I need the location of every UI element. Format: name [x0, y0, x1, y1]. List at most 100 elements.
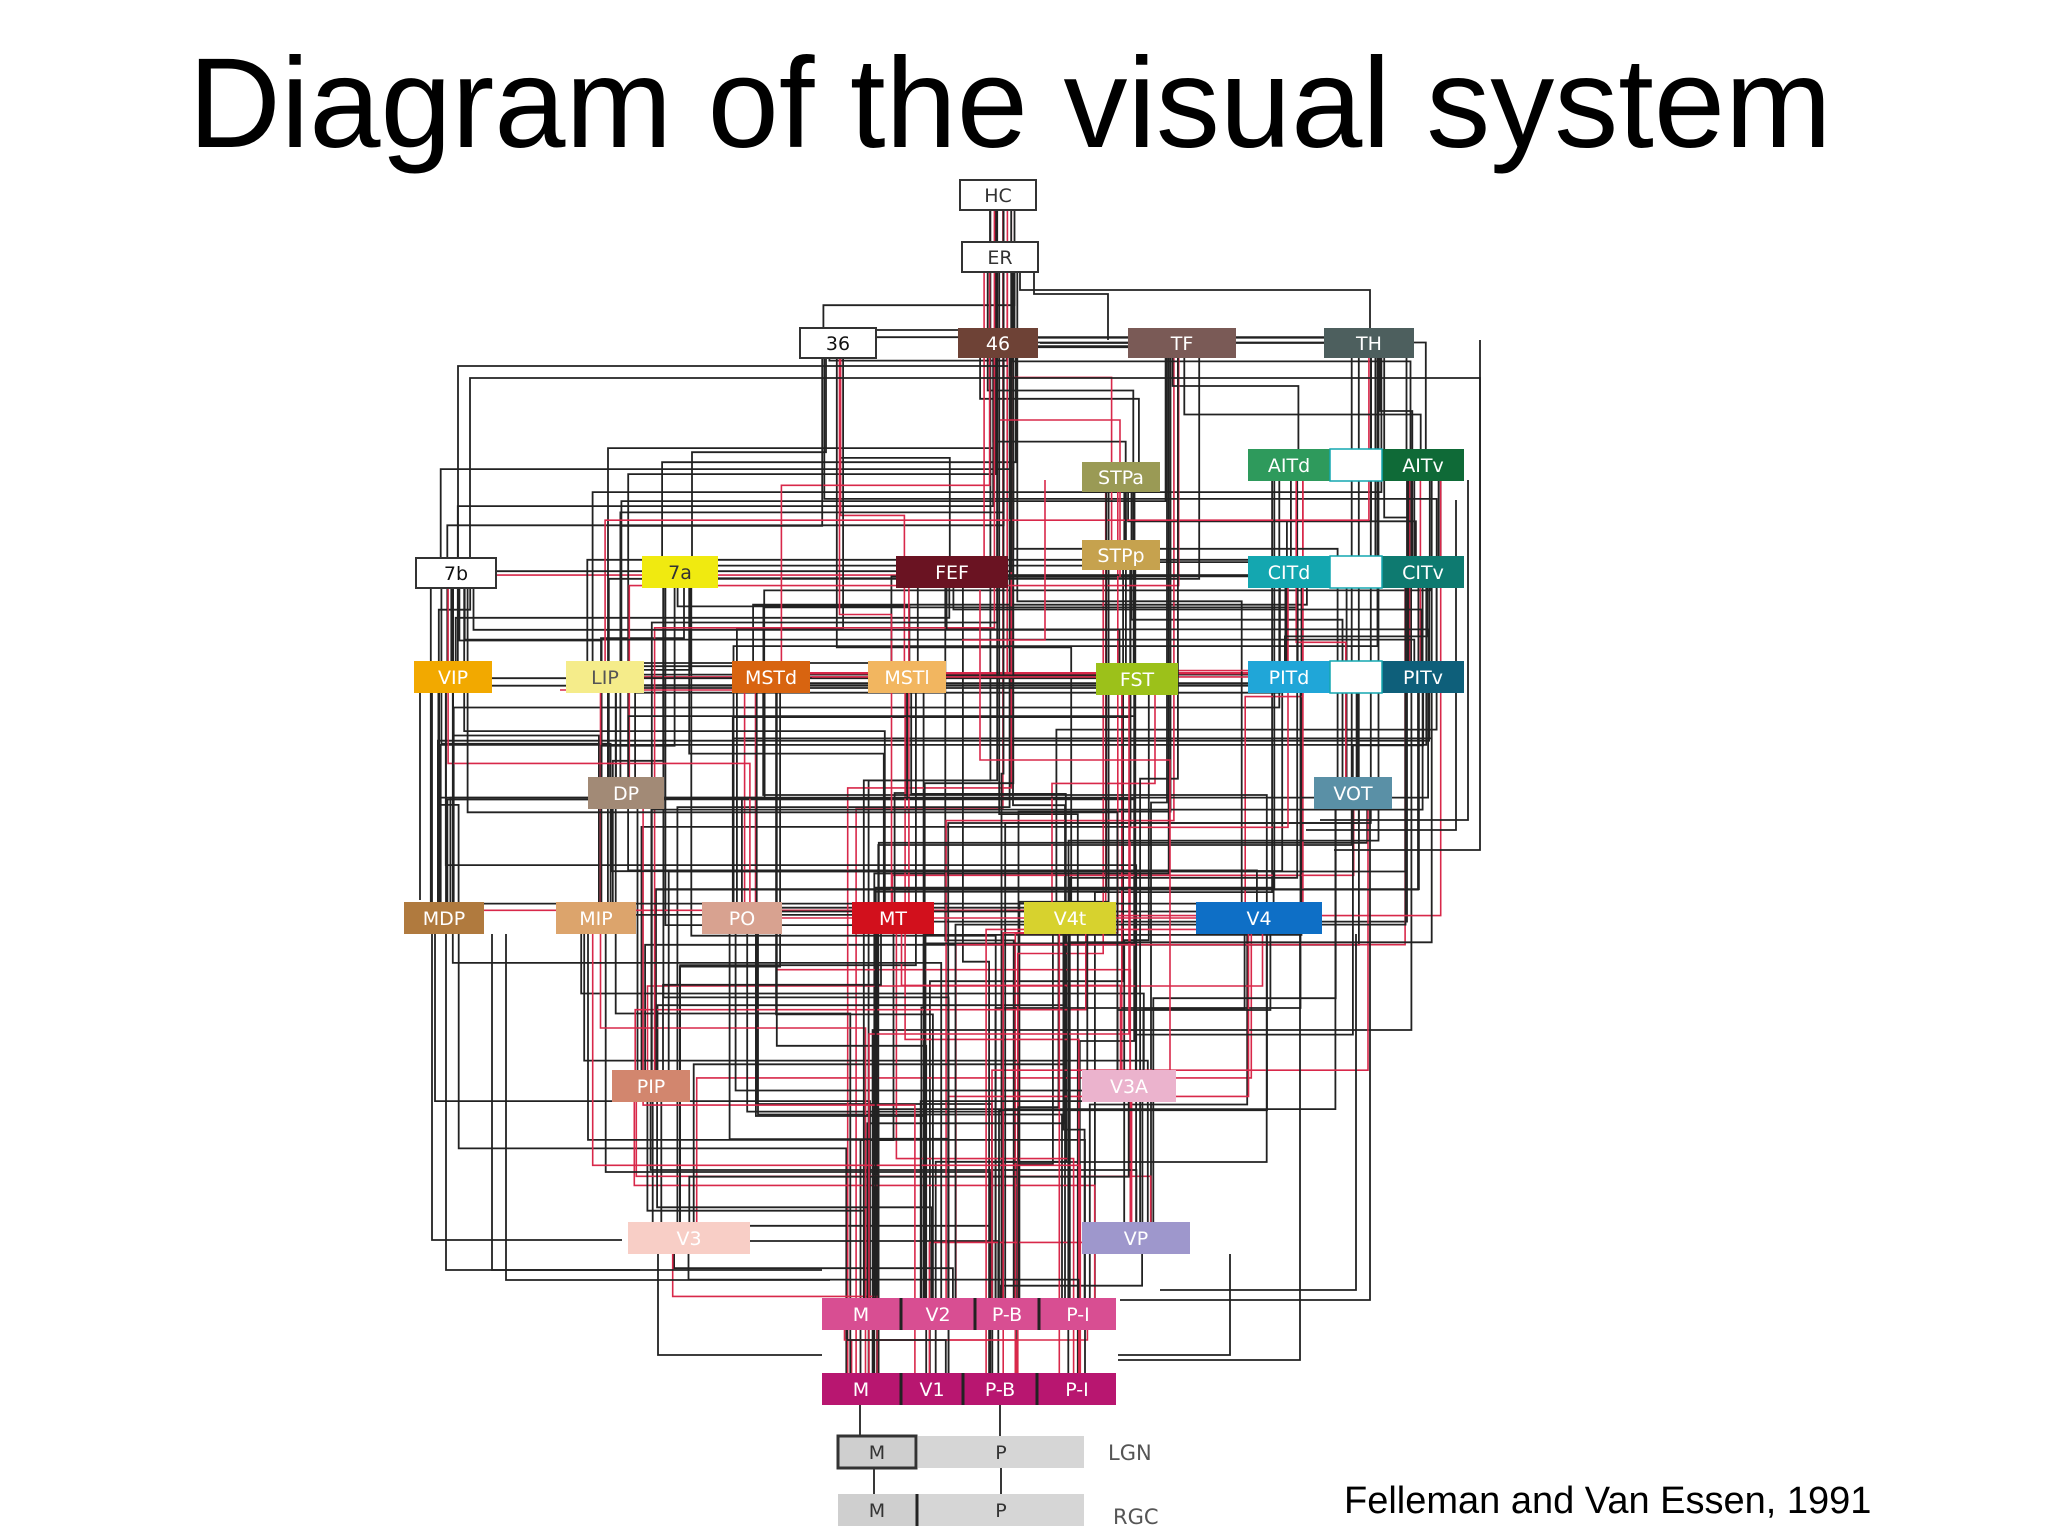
- connection-line: [762, 677, 1268, 918]
- connection-line: [662, 918, 882, 1086]
- area-box: [1382, 661, 1464, 693]
- connection-line: [627, 195, 997, 793]
- area-label: 36: [826, 333, 850, 355]
- area-label: M: [853, 1379, 869, 1401]
- area-box: [959, 179, 1037, 211]
- connection-line: [1142, 918, 1246, 1086]
- area-label: V2: [925, 1304, 950, 1326]
- connection-line: [1383, 343, 1409, 677]
- area-box: [961, 241, 1039, 273]
- connection-line: [655, 677, 1419, 1086]
- connection-line: [446, 677, 603, 918]
- area-vot: VOT: [1314, 777, 1392, 809]
- slide-title: Diagram of the visual system: [188, 32, 1832, 175]
- connection-line: [627, 679, 1136, 793]
- connection-line: [755, 918, 925, 1314]
- feedback-connection-line: [945, 343, 1175, 1314]
- area-label: CITd: [1268, 562, 1311, 584]
- area-box: [1082, 540, 1160, 570]
- area-box: [1038, 1373, 1116, 1405]
- area-label: 7a: [668, 562, 692, 584]
- connection-line: [944, 572, 1015, 1314]
- area-box: [1382, 449, 1464, 481]
- area-box: [566, 661, 644, 693]
- connection-line: [619, 343, 824, 677]
- connection-line: [610, 793, 1275, 918]
- connection-line: [979, 343, 1140, 477]
- area-box: [1082, 1222, 1190, 1254]
- area-box: [958, 328, 1038, 358]
- connection-line: [731, 555, 1132, 918]
- area-label: PITv: [1403, 667, 1443, 689]
- area-fef: FEF: [896, 556, 1008, 588]
- area-a36: 36: [799, 327, 877, 359]
- connection-line: [505, 934, 830, 1281]
- area-box: [822, 1298, 900, 1330]
- area-box: [415, 557, 497, 589]
- connection-line: [1019, 270, 1371, 340]
- feedback-connection-line: [868, 679, 1130, 1389]
- connection-line: [1150, 343, 1168, 1238]
- area-box: [1082, 1070, 1176, 1102]
- area-box: [1082, 462, 1160, 492]
- area-label: ER: [987, 247, 1012, 269]
- area-vp: VP: [1082, 1222, 1190, 1254]
- area-box: [1196, 902, 1322, 934]
- feedback-connection-line: [642, 793, 916, 1389]
- area-rgcm: M: [838, 1494, 916, 1526]
- area-box: [1314, 777, 1392, 809]
- area-v1: V1: [902, 1373, 962, 1405]
- feedback-connection-line: [900, 918, 1122, 1086]
- connection-line: [463, 573, 1416, 677]
- area-box: [799, 327, 877, 359]
- area-stpa: STPa: [1082, 462, 1160, 492]
- area-box: [838, 1494, 916, 1526]
- area-v4t: V4t: [1024, 902, 1116, 934]
- area-label: STPp: [1097, 545, 1144, 567]
- area-er: ER: [961, 241, 1039, 273]
- area-box: [588, 777, 664, 809]
- area-label: LIP: [591, 667, 619, 689]
- area-label: MIP: [579, 908, 612, 930]
- area-mt: MT: [852, 902, 934, 934]
- area-box: [918, 1494, 1084, 1526]
- area-box: [1128, 328, 1236, 358]
- area-aitv: AITv: [1382, 449, 1464, 481]
- feedback-connection-line: [1000, 419, 1121, 577]
- feedback-connection-line: [1051, 679, 1156, 918]
- area-label: P-I: [1066, 1304, 1090, 1326]
- connection-line: [600, 572, 685, 677]
- connection-line: [866, 918, 1065, 1314]
- area-label: M: [853, 1304, 869, 1326]
- connection-line: [1351, 677, 1425, 793]
- feedback-connection-line: [985, 465, 1304, 1389]
- connection-line: [734, 918, 1144, 1238]
- area-label: 46: [986, 333, 1010, 355]
- connection-line: [998, 918, 1268, 1314]
- area-label: FST: [1120, 669, 1155, 691]
- area-aitd: AITd: [1248, 449, 1330, 481]
- feedback-connection-line: [947, 918, 1250, 1314]
- area-box: [414, 661, 492, 693]
- feedback-connection-line: [839, 343, 906, 677]
- connection-line: [741, 677, 908, 918]
- connection-line: [1139, 343, 1179, 1238]
- area-hc: HC: [959, 179, 1037, 211]
- area-a7b: 7b: [415, 557, 497, 589]
- area-dp: DP: [588, 777, 664, 809]
- area-pitv: PITv: [1382, 661, 1464, 693]
- area-box: [702, 902, 782, 934]
- area-lip: LIP: [566, 661, 644, 693]
- area-label: P: [995, 1442, 1006, 1464]
- area-label: DP: [613, 783, 639, 805]
- feedback-connection-line: [591, 918, 1082, 1389]
- area-label: V1: [919, 1379, 944, 1401]
- connection-line: [620, 343, 1167, 677]
- connection-line: [692, 918, 1067, 1238]
- area-v2pi: P-I: [1040, 1298, 1116, 1330]
- area-label: V4t: [1054, 908, 1087, 930]
- area-label: TF: [1170, 333, 1194, 355]
- connection-line: [1033, 270, 1109, 340]
- connection-line: [454, 572, 951, 677]
